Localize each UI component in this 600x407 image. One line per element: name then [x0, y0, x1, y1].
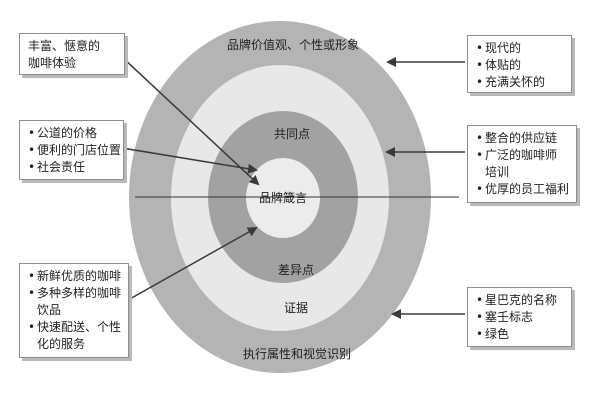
outer-bottom-label: 执行属性和视觉识别 — [243, 346, 351, 361]
list-item: 现代的 — [476, 40, 563, 57]
experience-line-2: 咖啡体验 — [28, 56, 77, 70]
right-box-visual-identity: 星巴克的名称 塞壬标志 绿色 — [467, 287, 572, 347]
list-item: 多种多样的咖啡 — [28, 285, 121, 302]
list-item: 绿色 — [476, 326, 563, 343]
inner-top-label: 共同点 — [274, 127, 310, 141]
list-item: 整合的供应链 — [476, 130, 568, 147]
list-item: 优厚的员工福利 — [476, 181, 569, 198]
outer-top-label: 品牌价值观、个性或形象 — [227, 37, 359, 52]
list-item: 充满关怀的 — [476, 74, 563, 91]
list-item-continuation: 化的服务 — [37, 337, 86, 351]
watermark: 知乎 @最旺的仔 — [457, 379, 560, 395]
list-item: 星巴克的名称 — [476, 292, 563, 309]
right-box-support: 整合的供应链 广泛的咖啡师 培训 优厚的员工福利 — [467, 125, 577, 203]
list-item: 快速配送、个性 — [28, 319, 121, 336]
inner-bottom-label: 差异点 — [278, 263, 314, 277]
list-item: 塞壬标志 — [476, 309, 563, 326]
arrow-experience-to-core — [121, 56, 260, 186]
arrow-pos-to-core — [115, 146, 258, 174]
core-circle — [246, 158, 320, 238]
experience-line-1: 丰富、惬意的 — [28, 39, 101, 53]
list-item-continuation: 培训 — [485, 165, 510, 179]
core-label: 品牌箴言 — [259, 191, 307, 205]
left-box-points-of-parity: 公道的价格 便利的门店位置 社会责任 — [19, 120, 124, 180]
list-item: 便利的门店位置 — [28, 142, 121, 159]
middle-bottom-label: 证据 — [284, 301, 308, 315]
right-box-brand-values: 现代的 体贴的 充满关怀的 — [467, 35, 572, 93]
list-item: 广泛的咖啡师 — [476, 147, 568, 164]
left-box-experience: 丰富、惬意的 咖啡体验 — [19, 33, 125, 75]
list-item: 公道的价格 — [28, 125, 115, 142]
arrow-pod-to-core — [127, 227, 258, 301]
list-item: 体贴的 — [476, 57, 563, 74]
list-item-continuation: 饮品 — [37, 303, 62, 317]
left-box-points-of-difference: 新鲜优质的咖啡 多种多样的咖啡 饮品 快速配送、个性 化的服务 — [19, 263, 129, 358]
list-item: 社会责任 — [28, 159, 115, 176]
list-item: 新鲜优质的咖啡 — [28, 268, 121, 285]
